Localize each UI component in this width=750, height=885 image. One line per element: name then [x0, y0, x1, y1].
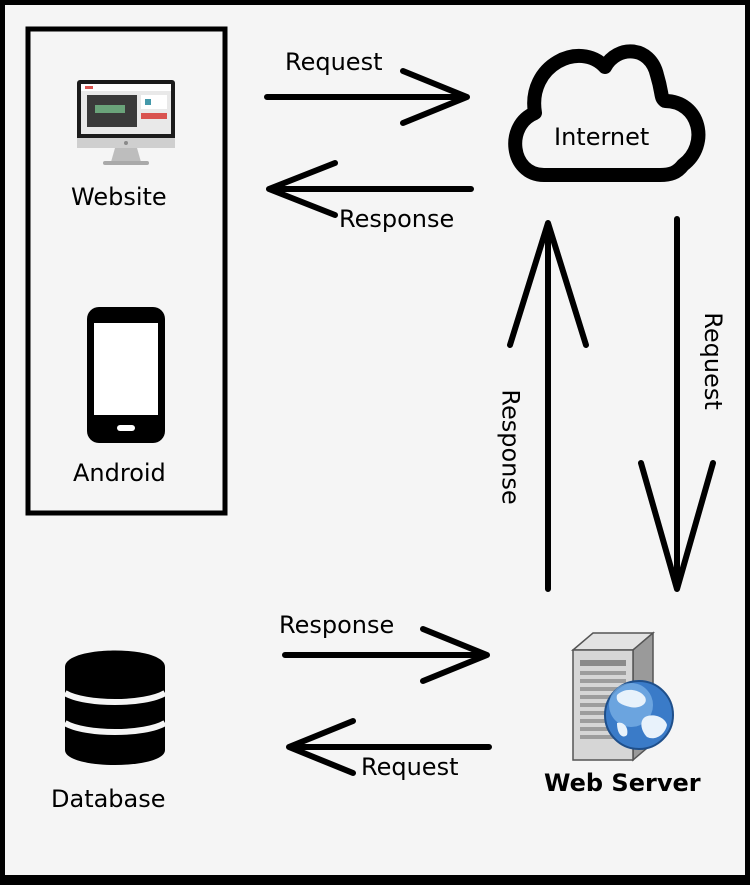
arrow-request-to-database [286, 718, 492, 776]
phone-icon [87, 307, 165, 443]
edge-label-request-right: Request [698, 312, 727, 410]
arrow-request-to-server [638, 216, 716, 592]
arrow-request-to-internet [264, 68, 470, 126]
edge-label-response-middle: Response [496, 389, 525, 505]
node-label-web-server: Web Server [544, 769, 701, 797]
node-label-android: Android [73, 459, 166, 487]
edge-label-response-bottom: Response [279, 611, 395, 639]
diagram-graphics [25, 26, 716, 776]
arrow-response-to-internet [507, 220, 589, 592]
node-label-internet: Internet [554, 123, 650, 151]
edge-label-request-top: Request [285, 48, 383, 76]
monitor-icon [77, 80, 175, 165]
node-label-database: Database [51, 785, 166, 813]
edge-label-response-top: Response [339, 205, 455, 233]
client-group-box [25, 26, 228, 516]
edge-label-request-bottom: Request [361, 753, 459, 781]
cloud-icon [508, 44, 706, 182]
arrow-response-to-server [282, 626, 490, 684]
node-label-website: Website [71, 183, 167, 211]
database-icon [63, 650, 167, 765]
arrow-response-to-clients [266, 160, 474, 218]
globe-icon [604, 680, 674, 750]
